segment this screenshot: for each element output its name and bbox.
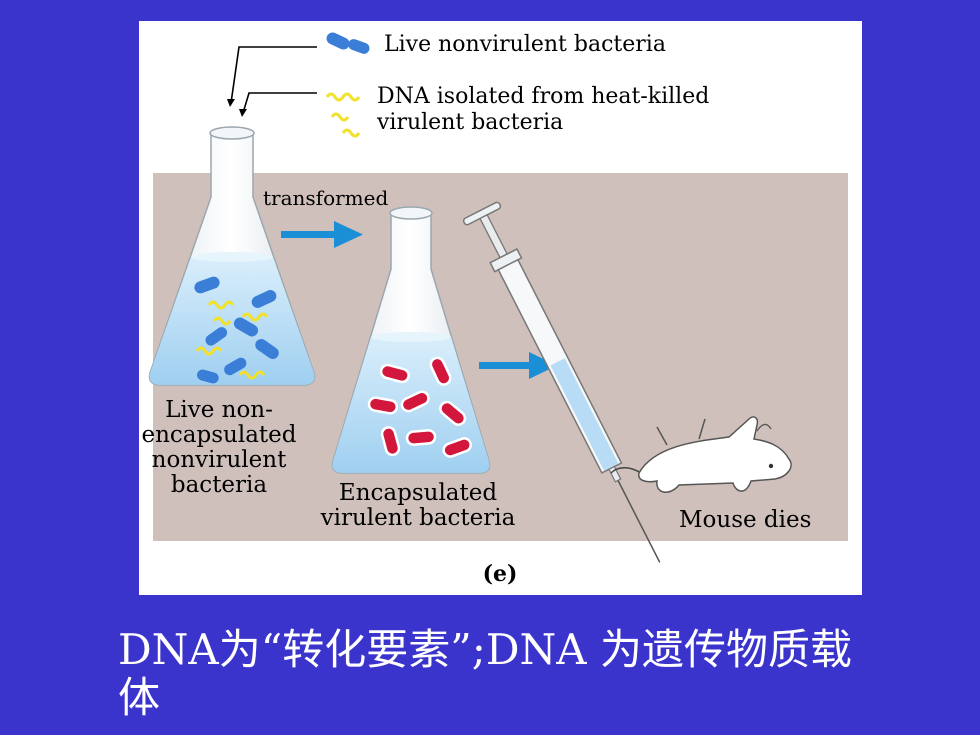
dna-fragment-icon <box>325 92 361 138</box>
figure-canvas: Live nonvirulent bacteria DNA isolated f… <box>141 32 848 587</box>
legend-dna-line1: DNA isolated from heat-killed <box>377 84 709 109</box>
legend-dna-line2: virulent bacteria <box>376 110 563 135</box>
live-bacteria-icon <box>326 32 370 54</box>
flask1-dna <box>195 300 269 380</box>
caption-line-2: 体 <box>118 673 161 722</box>
legend-connectors <box>227 46 317 117</box>
injection-arrow <box>479 352 557 379</box>
syringe <box>462 201 661 563</box>
flask1-label: Live non- encapsulated nonvirulent bacte… <box>141 397 296 498</box>
svg-text:Live non-: Live non- <box>165 397 273 423</box>
transformed-arrow <box>281 221 363 248</box>
flask-nonvirulent <box>148 126 316 386</box>
svg-text:Encapsulated: Encapsulated <box>339 480 497 506</box>
flask-virulent <box>331 206 491 474</box>
mouse-icon <box>610 416 792 493</box>
flask1-bacteria <box>194 276 279 384</box>
svg-text:virulent bacteria: virulent bacteria <box>320 505 516 531</box>
mouse-label: Mouse dies <box>679 507 811 533</box>
svg-text:bacteria: bacteria <box>171 472 268 498</box>
caption-line-1: DNA为“转化要素”;DNA 为遗传物质载 <box>118 625 852 674</box>
panel-label: (e) <box>483 561 518 587</box>
flask2-label: Encapsulated virulent bacteria <box>320 480 516 531</box>
flask2-bacteria <box>367 356 472 458</box>
legend-live-bacteria: Live nonvirulent bacteria <box>384 32 666 57</box>
experiment-figure: Live nonvirulent bacteria DNA isolated f… <box>139 21 862 595</box>
svg-text:encapsulated: encapsulated <box>141 422 296 448</box>
slide-caption: DNA为“转化要素”;DNA 为遗传物质载 体 <box>118 626 918 722</box>
transformed-label: transformed <box>263 186 388 210</box>
svg-text:nonvirulent: nonvirulent <box>152 447 287 473</box>
